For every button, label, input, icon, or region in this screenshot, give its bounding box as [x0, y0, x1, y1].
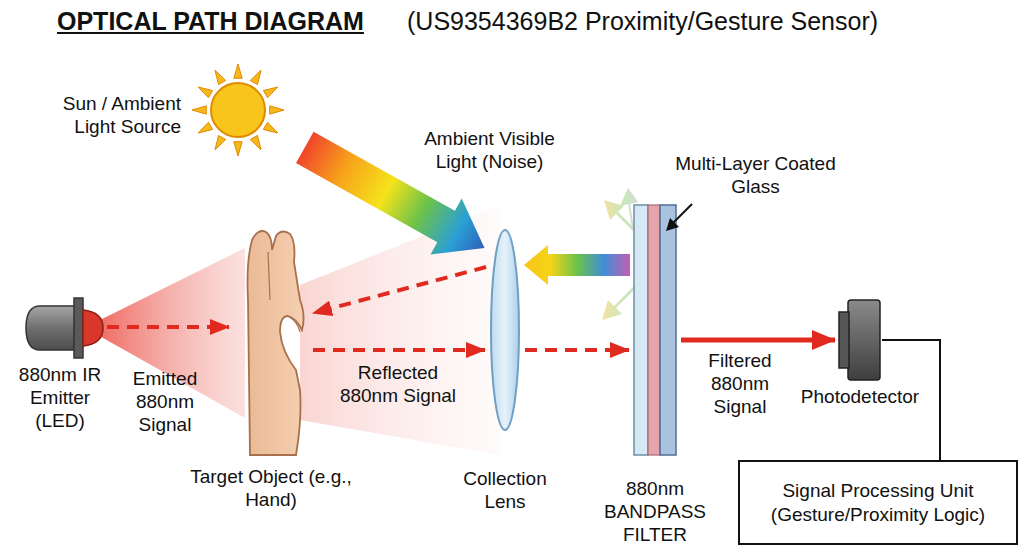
sun-ray [215, 135, 226, 149]
leader-arrow [666, 204, 692, 231]
target-hand: Target Object (e.g., Hand) [232, 226, 310, 458]
light-path-arrow [313, 267, 486, 313]
led-flange [74, 298, 83, 358]
collection-lens: Collection Lens [488, 228, 522, 432]
sun-ray [198, 87, 212, 98]
edge-label: Ambient Visible Light (Noise) [412, 128, 567, 174]
hand-detail [268, 252, 300, 332]
sun-icon: Sun / Ambient Light Source [193, 65, 283, 155]
sun-ray [263, 122, 277, 133]
edge-label: Filtered 880nm Signal [693, 350, 787, 418]
sun-ray [234, 64, 242, 78]
sun-ray [270, 106, 284, 114]
sun-ray [215, 70, 226, 84]
bandpass-filter: 880nm BANDPASS FILTER [632, 203, 678, 458]
sun-ray [198, 122, 212, 133]
part-label: Sun / Ambient Light Source [41, 93, 181, 139]
ir-emitter: 880nm IR Emitter (LED) [22, 298, 104, 358]
box-text: Signal Processing Unit (Gesture/Proximit… [752, 479, 1004, 527]
led-body [26, 306, 80, 350]
hand-illustration [248, 231, 304, 455]
part-label: Collection Lens [450, 468, 560, 514]
processing-box: Signal Processing Unit (Gesture/Proximit… [738, 460, 1018, 545]
sun-ray [250, 135, 261, 149]
light-path-arrow [681, 338, 835, 343]
sun-icon [192, 64, 284, 156]
light-path-arrow [107, 325, 229, 329]
sun-ray [234, 142, 242, 156]
light-path-arrow [524, 245, 630, 285]
light-path-arrow [313, 348, 485, 352]
part-label: Target Object (e.g., Hand) [171, 466, 371, 512]
photodetector-illustration [839, 300, 880, 380]
sun-rays [192, 64, 284, 156]
sun-ray [250, 70, 261, 84]
ir-led [26, 298, 103, 358]
patent-subtitle: (US9354369B2 Proximity/Gesture Sensor) [407, 6, 967, 36]
part-label: Multi-Layer Coated Glass [668, 153, 843, 199]
sun-ray [192, 106, 206, 114]
part-label: 880nm BANDPASS FILTER [597, 478, 713, 546]
photodetector: Photodetector [838, 298, 882, 382]
part-label: Photodetector [795, 386, 925, 409]
bandpass-filter-panes [634, 205, 676, 455]
lens-illustration [491, 230, 519, 430]
light-path-arrow [525, 348, 629, 352]
sun-disc [211, 83, 265, 137]
light-path-arrow [296, 132, 485, 255]
led-dome [83, 310, 103, 346]
part-label: 880nm IR Emitter (LED) [10, 364, 110, 432]
diagram-title: OPTICAL PATH DIAGRAM [57, 6, 364, 36]
edge-label: Emitted 880nm Signal [123, 368, 207, 436]
sun-ray [263, 87, 277, 98]
edge-label: Reflected 880nm Signal [333, 362, 463, 408]
